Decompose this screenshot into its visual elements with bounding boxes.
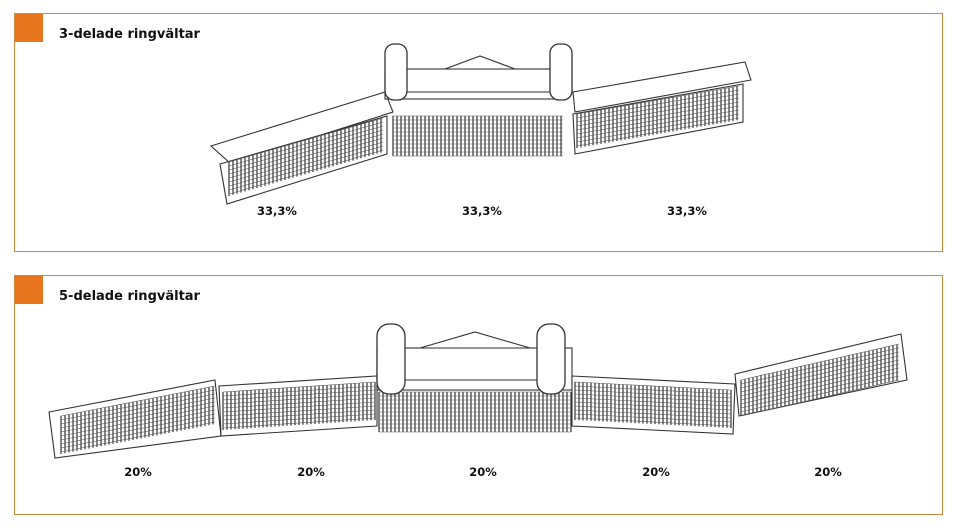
segment-share-label: 20% [297, 465, 325, 479]
section-five-part: 5-delade ringvältar 20% 20% 20% 20% 20% [14, 275, 943, 515]
five-part-roller-drawing [48, 323, 908, 459]
inner-right-roller [574, 381, 732, 428]
center-roller [392, 115, 563, 157]
left-wing-frame [209, 91, 394, 165]
drawbar-mount [444, 55, 516, 70]
segment-share-label: 33,3% [462, 204, 502, 218]
right-wing-roller [576, 85, 740, 148]
outer-left-wing-housing [48, 379, 222, 459]
outer-left-roller [60, 385, 216, 454]
section-title: 5-delade ringvältar [59, 289, 200, 304]
inner-left-roller [222, 381, 376, 430]
segment-share-label: 20% [469, 465, 497, 479]
section-marker-icon [15, 14, 43, 42]
segment-share-label: 33,3% [667, 204, 707, 218]
segment-share-label: 20% [642, 465, 670, 479]
section-title: 3-delade ringvältar [59, 27, 200, 42]
left-transport-wheel [376, 323, 406, 395]
three-part-roller-drawing [209, 43, 752, 205]
left-wing-roller [228, 117, 384, 196]
right-transport-wheel [536, 323, 566, 395]
section-marker-icon [15, 276, 43, 304]
right-wing-frame [572, 61, 752, 113]
right-transport-wheel [549, 43, 573, 101]
section-three-part: 3-delade ringvältar 33,3% 33,3% 33,3% [14, 13, 943, 252]
segment-share-label: 20% [814, 465, 842, 479]
segment-share-label: 33,3% [257, 204, 297, 218]
left-transport-wheel [384, 43, 408, 101]
segment-share-label: 20% [124, 465, 152, 479]
center-frame [384, 68, 566, 100]
outer-right-roller [740, 343, 900, 417]
drawbar-mount [419, 331, 531, 349]
inner-right-wing-housing [571, 375, 736, 435]
center-roller [378, 391, 572, 433]
